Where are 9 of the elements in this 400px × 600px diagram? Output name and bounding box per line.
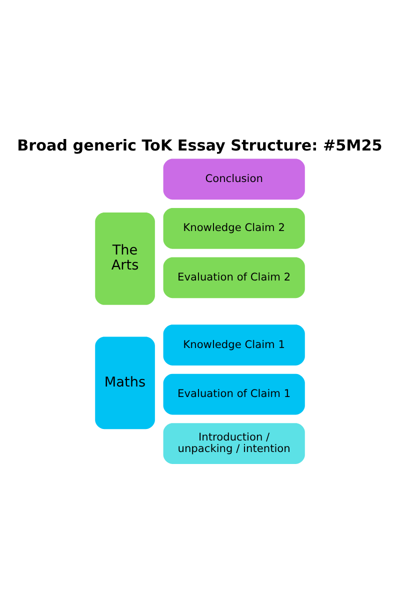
node-box: Evaluation of Claim 2: [163, 257, 305, 298]
node-box: Evaluation of Claim 1: [163, 374, 305, 415]
node-box: Knowledge Claim 1: [163, 324, 305, 366]
diagram-title: Broad generic ToK Essay Structure: #5M25: [17, 136, 382, 154]
node-box: Knowledge Claim 2: [163, 208, 305, 249]
node-box: Conclusion: [163, 158, 305, 200]
node-box: Maths: [95, 336, 155, 430]
node-box: The Arts: [95, 212, 155, 305]
node-box: Introduction / unpacking / intention: [163, 423, 305, 464]
